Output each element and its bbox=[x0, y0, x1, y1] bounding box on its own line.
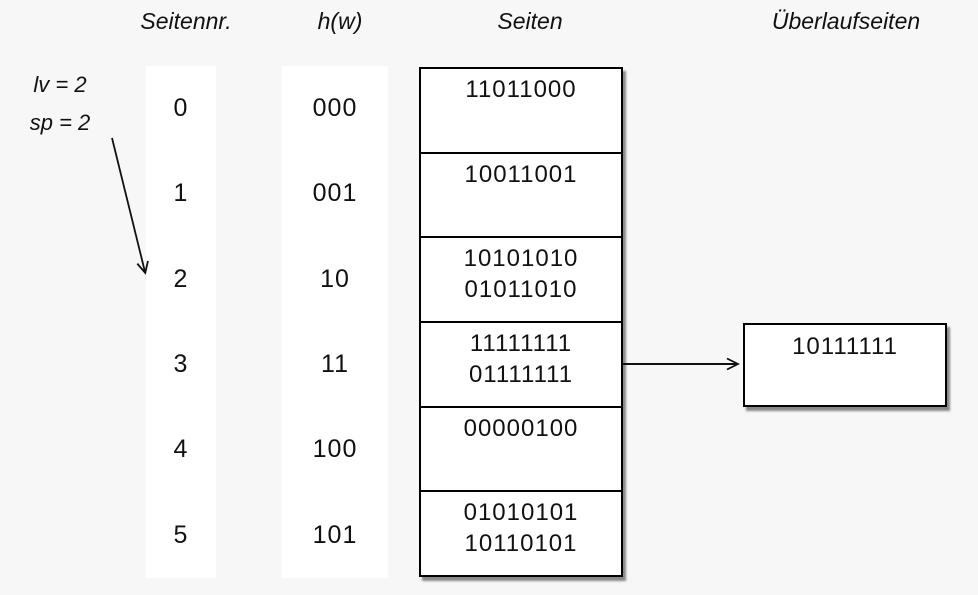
page-3-entry-1: 01111111 bbox=[468, 361, 574, 389]
overflow-page-value: 10111111 bbox=[792, 333, 898, 360]
page-1-entry-0: 10011001 bbox=[464, 160, 578, 188]
page-cell-1: 10011001 bbox=[421, 154, 621, 239]
page-2-entry-0: 10101010 bbox=[463, 245, 579, 273]
page-number-3: 3 bbox=[173, 350, 189, 379]
split-pointer-arrow bbox=[111, 137, 145, 272]
page-number-0: 0 bbox=[173, 94, 189, 123]
annotation-lv-sp: lv = 2 sp = 2 bbox=[14, 66, 106, 142]
header-ueberlaufseiten: Überlaufseiten bbox=[771, 8, 921, 34]
hash-value-1: 001 bbox=[312, 179, 358, 208]
page-cell-4: 00000100 bbox=[421, 408, 621, 493]
annotation-lv: lv = 2 bbox=[33, 72, 87, 97]
hash-value-0: 000 bbox=[312, 94, 358, 123]
page-0-entry-0: 11011000 bbox=[465, 76, 577, 103]
page-4-entry-0: 00000100 bbox=[463, 414, 579, 442]
hash-value-5: 101 bbox=[312, 520, 358, 549]
page-2-entry-1: 01011010 bbox=[464, 276, 578, 304]
page-5-entry-1: 10110101 bbox=[464, 530, 578, 558]
hash-value-column: 000 001 10 11 100 101 bbox=[282, 66, 388, 578]
hash-value-3: 11 bbox=[321, 350, 349, 379]
annotation-sp: sp = 2 bbox=[29, 110, 91, 135]
header-seiten: Seiten bbox=[497, 8, 563, 34]
hash-value-4: 100 bbox=[312, 435, 358, 464]
overflow-page-box: 10111111 bbox=[743, 323, 947, 407]
header-seitennr: Seitennr. bbox=[140, 8, 232, 34]
pages-table: 11011000 10011001 10101010 01011010 11111111… bbox=[419, 67, 623, 577]
page-5-entry-0: 01010101 bbox=[463, 499, 579, 527]
page-cell-2: 10101010 01011010 bbox=[421, 238, 621, 324]
page-number-2: 2 bbox=[173, 264, 189, 293]
hash-value-2: 10 bbox=[320, 264, 350, 293]
page-number-column: 0 1 2 3 4 5 bbox=[146, 66, 216, 578]
page-number-4: 4 bbox=[173, 435, 189, 464]
page-3-entry-0: 11111111 bbox=[469, 330, 573, 358]
page-number-1: 1 bbox=[173, 179, 189, 208]
page-number-5: 5 bbox=[173, 520, 189, 549]
page-cell-0: 11011000 bbox=[421, 69, 621, 154]
page-cell-3: 11111111 01111111 bbox=[421, 323, 621, 408]
header-hw: h(w) bbox=[317, 8, 363, 34]
page-cell-5: 01010101 10110101 bbox=[421, 492, 621, 575]
